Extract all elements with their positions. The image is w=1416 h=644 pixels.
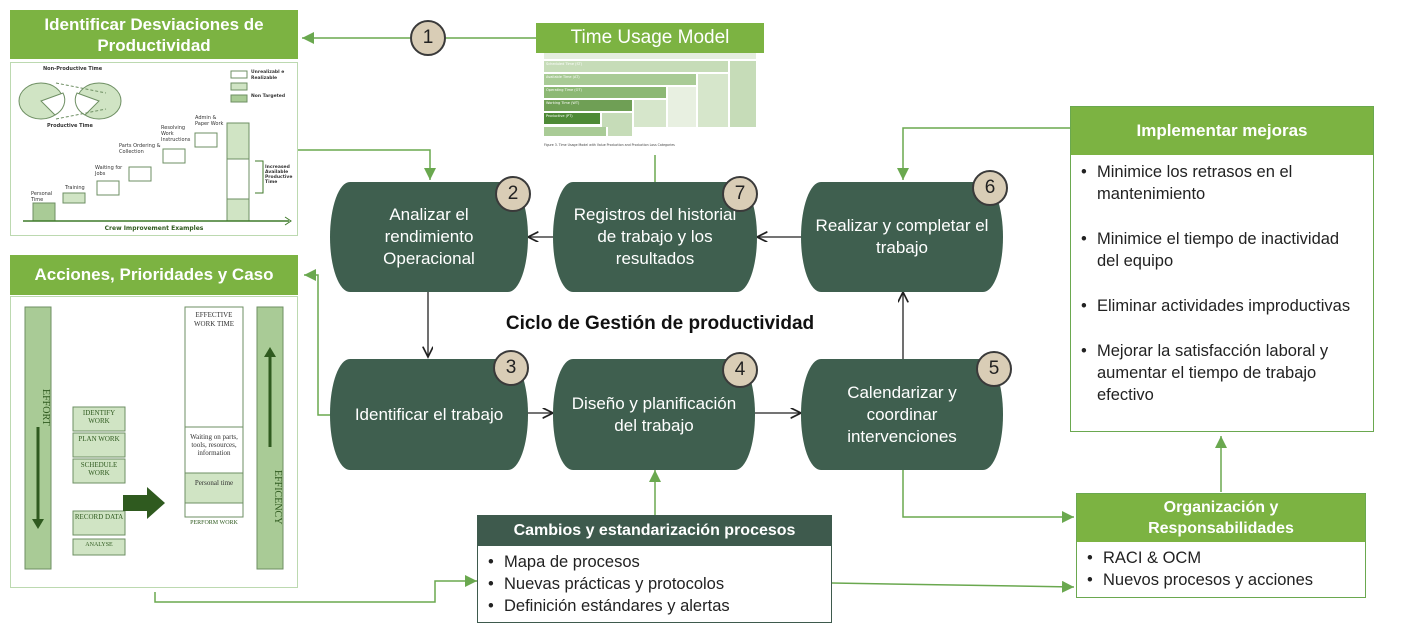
node-2-label: Analizar el rendimiento Operacional bbox=[383, 205, 475, 268]
legend-unrealizable: Unrealizabl e Realizable bbox=[251, 70, 285, 81]
badge-1: 1 bbox=[410, 20, 446, 56]
changes-item: Nuevas prácticas y protocolos bbox=[482, 573, 822, 595]
implement-box: Implementar mejoras Minimice los retraso… bbox=[1070, 106, 1374, 432]
tum-row-productive: Productive (PT) bbox=[546, 114, 573, 118]
connector-arrow bbox=[154, 575, 477, 603]
step-record-data: RECORD DATA bbox=[74, 513, 124, 521]
connector-arrow bbox=[897, 127, 1070, 180]
badge-2: 2 bbox=[495, 176, 531, 212]
changes-list: Mapa de procesos Nuevas prácticas y prot… bbox=[482, 551, 822, 617]
org-list: RACI & OCM Nuevos procesos y acciones bbox=[1081, 547, 1361, 591]
badge-6: 6 bbox=[972, 170, 1008, 206]
tum-caption: Figure 3. Time Usage Model with Value Pr… bbox=[544, 143, 675, 147]
implement-title-box: Implementar mejoras bbox=[1071, 107, 1373, 155]
effort-label: EFFORT bbox=[40, 388, 51, 426]
effort-efficiency-image: EFFORT EFFICENCY IDENTIFY WORK PLAN WORK… bbox=[10, 296, 298, 588]
label-waiting-for-jobs: Waiting for Jobs bbox=[95, 165, 123, 177]
time-usage-title-box: Time Usage Model bbox=[536, 23, 764, 53]
label-non-productive-time: Non-Productive Time bbox=[43, 66, 103, 72]
node-3-label: Identificar el trabajo bbox=[354, 404, 504, 424]
node-7-label: Registros del historial de trabajo y los… bbox=[573, 205, 737, 268]
cycle-title: Ciclo de Gestión de productividad bbox=[505, 313, 815, 334]
actions-title: Acciones, Prioridades y Caso bbox=[34, 265, 274, 284]
effective-work-time-label: EFFECTIVE WORK TIME bbox=[193, 311, 235, 328]
connector-arrow bbox=[304, 269, 330, 416]
perform-work-label: PERFORM WORK bbox=[190, 520, 238, 526]
changes-item: Definición estándares y alertas bbox=[482, 595, 822, 617]
waiting-label: Waiting on parts, tools, resources, info… bbox=[190, 433, 238, 457]
changes-item: Mapa de procesos bbox=[482, 551, 822, 573]
badge-7: 7 bbox=[722, 176, 758, 212]
tum-row-scheduled: Scheduled Time (ST) bbox=[546, 62, 583, 66]
actions-title-box: Acciones, Prioridades y Caso bbox=[10, 255, 298, 295]
time-usage-title: Time Usage Model bbox=[570, 27, 730, 48]
connector-arrow bbox=[298, 149, 436, 180]
personal-time-label: Personal time bbox=[194, 479, 234, 487]
org-box: Organización y Responsabilidades RACI & … bbox=[1076, 493, 1366, 598]
implement-item: Mejorar la satisfacción laboral y aument… bbox=[1075, 340, 1365, 406]
connector-arrow bbox=[902, 470, 1074, 523]
org-item: Nuevos procesos y acciones bbox=[1081, 569, 1361, 591]
changes-box: Cambios y estandarización procesos Mapa … bbox=[477, 515, 832, 623]
label-increased-time: Increased Available Productive Time bbox=[265, 165, 293, 185]
label-resolving-work: Resolving Work Instructions bbox=[161, 125, 191, 143]
node-calendarizar-coordinar[interactable]: Calendarizar y coordinar intervenciones bbox=[801, 359, 1003, 470]
changes-title-box: Cambios y estandarización procesos bbox=[478, 516, 831, 546]
tum-row-working: Working Time (WT) bbox=[546, 101, 580, 105]
crew-improvement-image: Non-Productive Time Productive Time Unre… bbox=[10, 62, 298, 236]
label-parts-ordering: Parts Ordering & Collection bbox=[119, 143, 161, 155]
step-schedule-work: SCHEDULE WORK bbox=[80, 461, 118, 477]
connector-arrow bbox=[831, 580, 1075, 593]
label-admin-paper-work: Admin & Paper Work bbox=[195, 115, 224, 127]
node-diseno-planificacion[interactable]: Diseño y planificación del trabajo bbox=[553, 359, 755, 470]
label-productive-time: Productive Time bbox=[47, 123, 93, 129]
badge-5: 5 bbox=[976, 351, 1012, 387]
crew-improvement-graphic bbox=[18, 70, 292, 226]
step-plan-work: PLAN WORK bbox=[78, 435, 120, 443]
deviations-title-line1: Identificar Desviaciones de bbox=[44, 14, 264, 34]
implement-list: Minimice los retrasos en el mantenimient… bbox=[1075, 161, 1365, 406]
implement-title: Implementar mejoras bbox=[1136, 121, 1308, 140]
deviations-title-line2: Productividad bbox=[97, 35, 211, 55]
badge-4: 4 bbox=[722, 352, 758, 388]
node-realizar-completar[interactable]: Realizar y completar el trabajo bbox=[801, 182, 1003, 292]
implement-item: Minimice los retrasos en el mantenimient… bbox=[1075, 161, 1365, 205]
tum-row-operating: Operating Time (OT) bbox=[546, 88, 582, 92]
time-usage-chart: Scheduled Time (ST) Available Time (AT) … bbox=[536, 53, 764, 155]
step-identify-work: IDENTIFY WORK bbox=[82, 409, 116, 425]
changes-title: Cambios y estandarización procesos bbox=[513, 522, 796, 539]
node-analizar-rendimiento[interactable]: Analizar el rendimiento Operacional bbox=[330, 182, 528, 292]
org-title-line1: Organización y bbox=[1163, 499, 1279, 516]
node-6-label: Realizar y completar el trabajo bbox=[815, 216, 989, 257]
org-title-box: Organización y Responsabilidades bbox=[1077, 494, 1365, 542]
org-item: RACI & OCM bbox=[1081, 547, 1361, 569]
node-4-label: Diseño y planificación del trabajo bbox=[571, 393, 737, 435]
implement-item: Eliminar actividades improductivas bbox=[1075, 295, 1365, 317]
tum-row-available: Available Time (AT) bbox=[546, 75, 580, 79]
badge-3: 3 bbox=[493, 350, 529, 386]
label-training: Training bbox=[65, 185, 85, 191]
efficiency-label: EFFICENCY bbox=[272, 469, 283, 525]
step-analyse: ANALYSE bbox=[85, 542, 113, 548]
effort-efficiency-graphic bbox=[24, 306, 284, 570]
org-title-line2: Responsabilidades bbox=[1148, 520, 1294, 537]
deviations-title-box: Identificar Desviaciones de Productivida… bbox=[10, 10, 298, 59]
legend-non-targeted: Non Targeted bbox=[251, 94, 286, 99]
node-5-label: Calendarizar y coordinar intervenciones bbox=[847, 382, 957, 446]
implement-item: Minimice el tiempo de inactividad del eq… bbox=[1075, 228, 1365, 272]
crew-caption: Crew Improvement Examples bbox=[104, 225, 204, 232]
time-usage-graphic bbox=[544, 53, 756, 136]
label-personal-time: Personal Time bbox=[31, 191, 53, 203]
